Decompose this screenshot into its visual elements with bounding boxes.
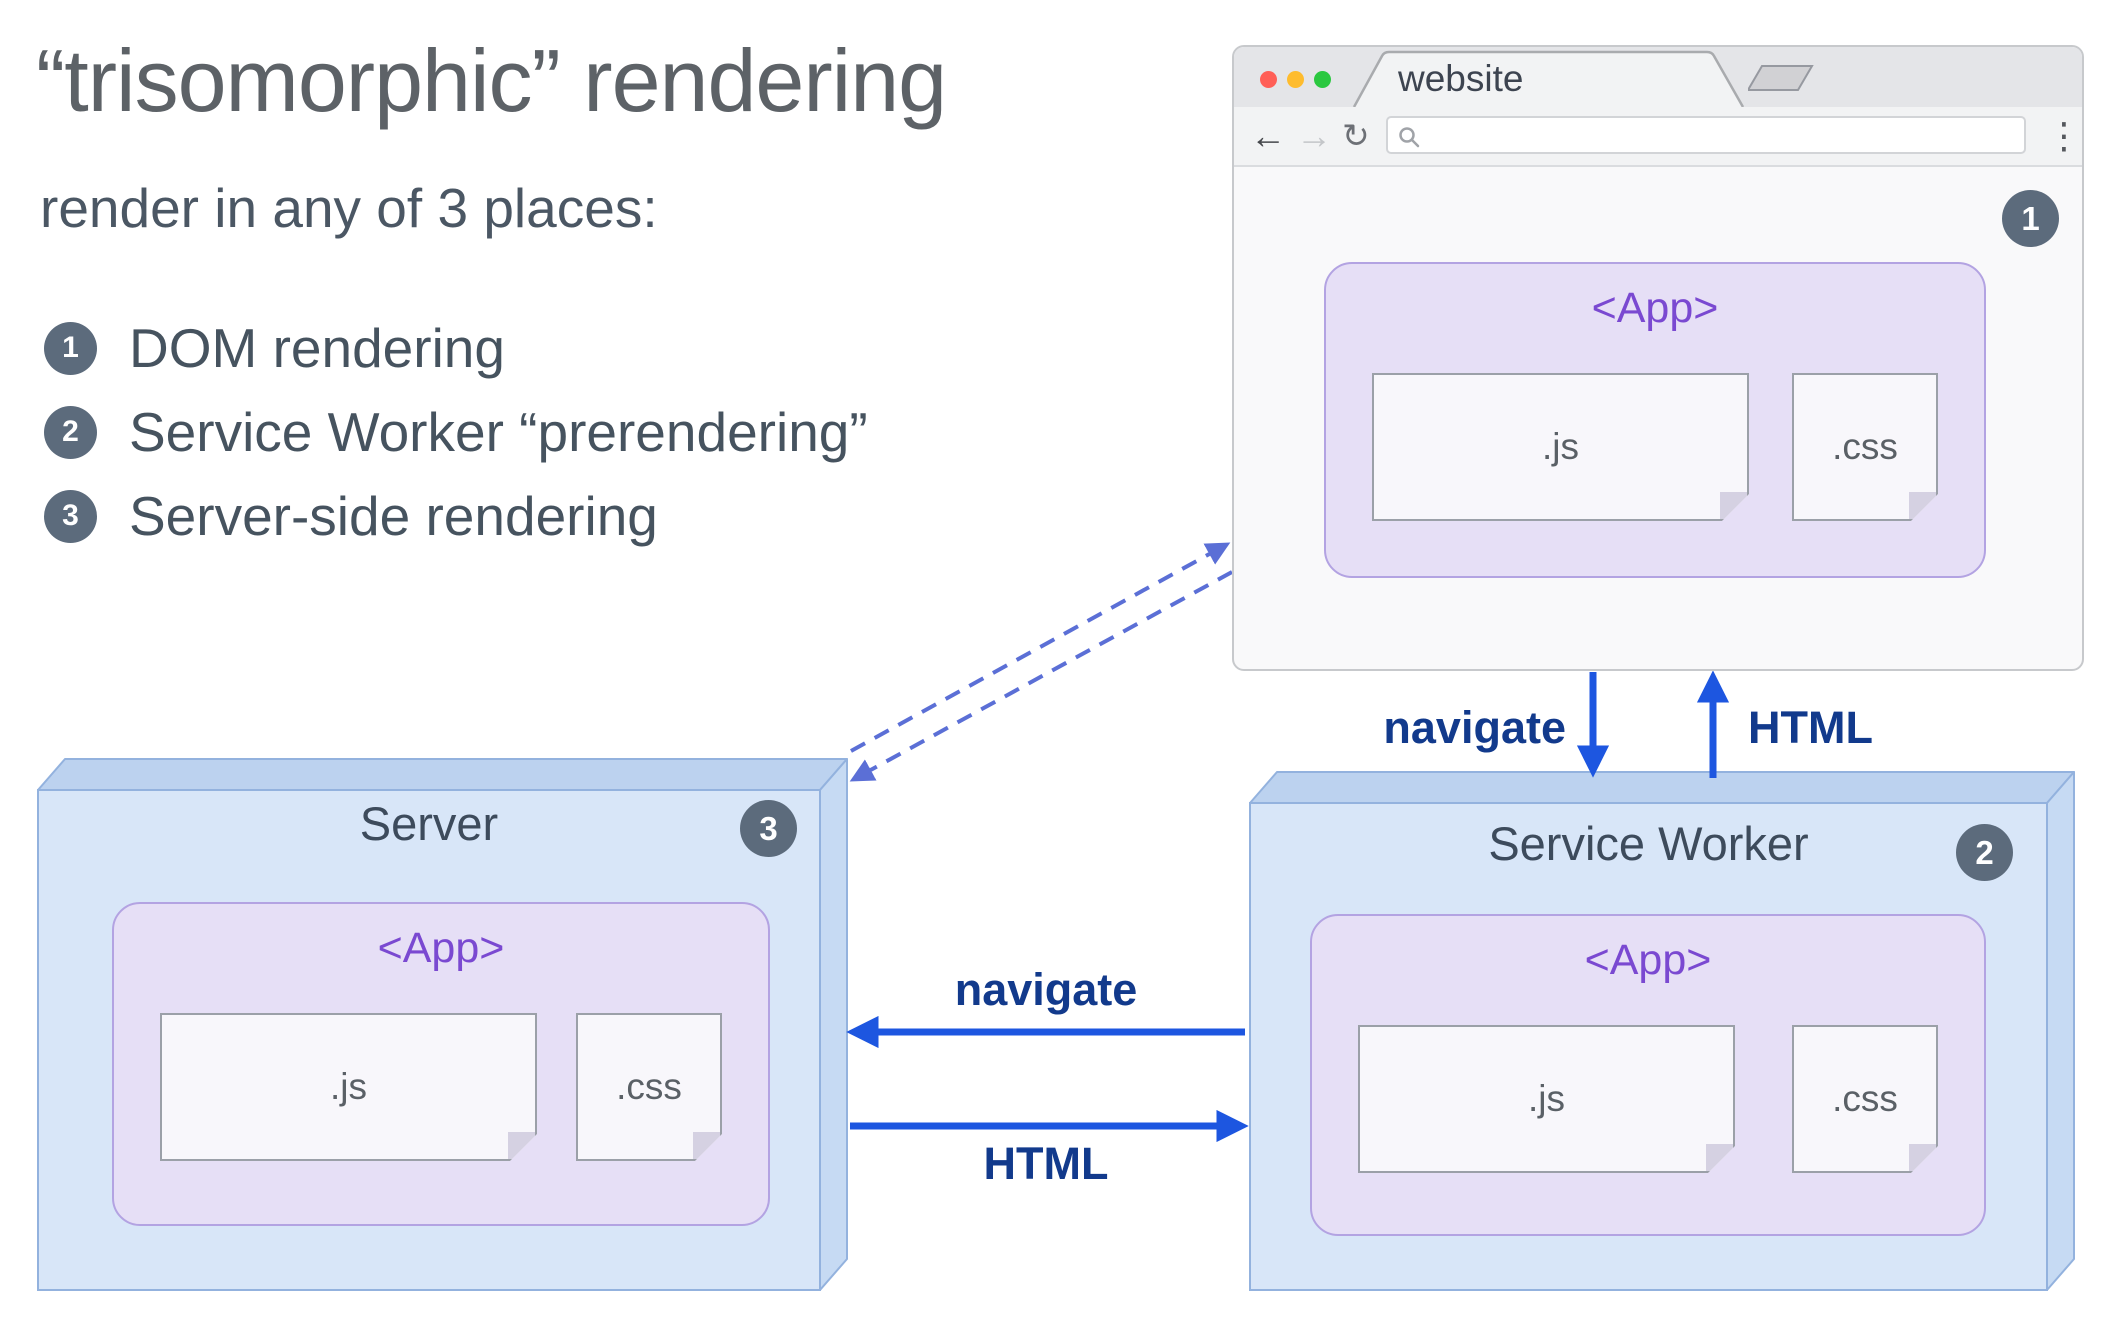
back-button[interactable]: ←	[1250, 115, 1286, 156]
app-label: <App>	[1591, 284, 1719, 332]
folded-corner	[1706, 1144, 1733, 1171]
edge-label-navigate-down: navigate	[1383, 702, 1566, 753]
js-file-icon: .js	[160, 1013, 537, 1161]
css-file-label: .css	[616, 1066, 682, 1107]
browser-tab-strip: website	[1234, 47, 2082, 107]
browser-tab[interactable]	[1352, 49, 1747, 107]
service-worker-app-container: <App> .js .css	[1310, 914, 1986, 1236]
edge-label-html-right: HTML	[983, 1138, 1109, 1189]
forward-button[interactable]: →	[1296, 115, 1332, 156]
folded-corner	[693, 1132, 720, 1159]
css-file-icon: .css	[576, 1013, 722, 1161]
folded-corner	[1909, 1144, 1936, 1171]
zoom-window-button[interactable]	[1314, 71, 1331, 88]
js-file-icon: .js	[1372, 373, 1749, 521]
service-worker-box-side-face	[2046, 771, 2075, 1291]
browser-app-container: <App> .js .css	[1324, 262, 1986, 578]
reload-button[interactable]: ↻	[1342, 117, 1370, 154]
server-app-container: <App> .js .css	[112, 902, 770, 1226]
js-file-icon: .js	[1358, 1025, 1735, 1173]
browser-number-badge: 1	[2002, 190, 2059, 247]
server-box-side-face	[819, 758, 848, 1291]
close-window-button[interactable]	[1260, 71, 1277, 88]
service-worker-title: Service Worker	[1488, 817, 1809, 870]
folded-corner	[1720, 492, 1747, 519]
server-number-badge: 3	[740, 800, 797, 857]
legend-item-server-side: 3 Server-side rendering	[44, 474, 868, 558]
js-file-label: .js	[330, 1066, 367, 1107]
legend-label: Server-side rendering	[129, 485, 658, 547]
url-bar[interactable]	[1386, 116, 2026, 154]
minimize-window-button[interactable]	[1287, 71, 1304, 88]
legend-number-badge-2: 2	[44, 405, 97, 459]
edge-label-navigate-left: navigate	[954, 964, 1138, 1015]
server-box-top-face	[37, 758, 848, 791]
legend-label: DOM rendering	[129, 317, 505, 379]
subtitle: render in any of 3 places:	[40, 177, 658, 239]
page-title: “trisomorphic” rendering	[36, 31, 947, 130]
app-label: <App>	[1584, 936, 1712, 984]
css-file-icon: .css	[1792, 1025, 1938, 1173]
legend-item-service-worker: 2 Service Worker “prerendering”	[44, 390, 868, 474]
service-worker-box-top-face	[1249, 771, 2075, 804]
css-file-label: .css	[1832, 426, 1898, 467]
js-file-label: .js	[1542, 426, 1579, 467]
app-label: <App>	[377, 924, 505, 972]
service-worker-number-badge: 2	[1956, 824, 2013, 881]
css-file-icon: .css	[1792, 373, 1938, 521]
legend-number-badge-3: 3	[44, 489, 97, 543]
js-file-label: .js	[1528, 1078, 1565, 1119]
folded-corner	[1909, 492, 1936, 519]
file-row: .js .css	[114, 1013, 768, 1161]
background-tab-stub	[1748, 65, 1814, 91]
dashed-arrow-server-to-browser	[850, 542, 1231, 753]
folded-corner	[508, 1132, 535, 1159]
dashed-arrow-browser-to-server	[849, 570, 1233, 782]
edge-label-html-up: HTML	[1748, 702, 1873, 753]
legend-item-dom: 1 DOM rendering	[44, 306, 868, 390]
legend-label: Service Worker “prerendering”	[129, 401, 868, 463]
file-row: .js .css	[1312, 1025, 1984, 1173]
tab-title: website	[1398, 58, 1524, 99]
menu-kebab-icon[interactable]: ⋮	[2046, 115, 2082, 156]
file-row: .js .css	[1326, 373, 1984, 521]
browser-toolbar: ← → ↻ ⋮	[1234, 107, 2082, 167]
search-icon	[1399, 127, 1420, 148]
legend-number-badge-1: 1	[44, 321, 97, 375]
legend: 1 DOM rendering 2 Service Worker “preren…	[44, 306, 868, 558]
server-title: Server	[359, 797, 499, 850]
css-file-label: .css	[1832, 1078, 1898, 1119]
